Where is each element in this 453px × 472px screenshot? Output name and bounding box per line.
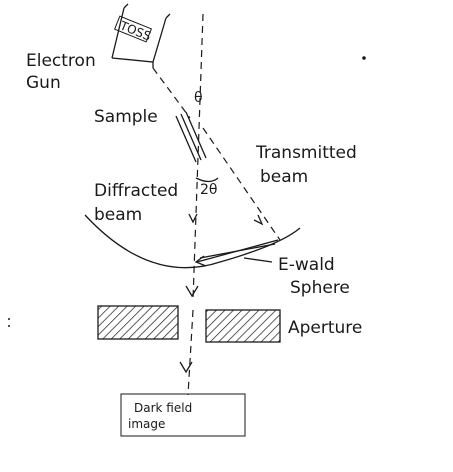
- aperture-block-left: [97, 305, 179, 340]
- transmitted-beam-label-1: Transmitted: [255, 143, 357, 163]
- ewald-sphere-arc: [84, 214, 301, 269]
- dark-field-image-box: [120, 393, 246, 437]
- dark-field-image-label-2: image: [128, 417, 165, 431]
- incident-beam: [152, 67, 191, 119]
- ewald-leader: [243, 257, 273, 263]
- transmitted-beam-label-2: beam: [260, 167, 308, 187]
- dark-field-image-label-1: Dark field: [134, 401, 192, 415]
- ewald-label-1: E-wald: [278, 255, 335, 275]
- electron-gun: TOSS: [111, 3, 171, 68]
- optical-axis-lower: [187, 309, 194, 396]
- diffracted-beam-label-2: beam: [94, 205, 142, 225]
- sample-label: Sample: [94, 107, 158, 127]
- ewald-label-2: Sphere: [290, 278, 350, 298]
- angle-label: 2θ: [200, 182, 217, 198]
- electron-gun-label-1: Electron: [26, 51, 96, 71]
- theta-label: θ: [194, 90, 203, 106]
- aperture-block-right: [205, 309, 281, 343]
- transmitted-beam-line: [202, 127, 281, 241]
- sample: [175, 111, 207, 163]
- diffracted-arrow: [188, 213, 198, 224]
- diffracted-beam-label-1: Diffracted: [94, 181, 178, 201]
- aperture-label: Aperture: [288, 318, 362, 338]
- electron-gun-label-2: Gun: [26, 73, 61, 93]
